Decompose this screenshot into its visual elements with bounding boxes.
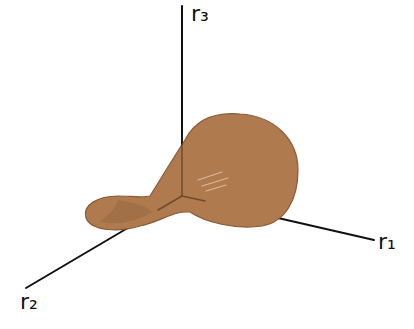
blob-shade	[100, 200, 152, 223]
axis-label: r₂	[20, 290, 38, 314]
blob-highlight	[198, 172, 228, 191]
axis-line	[181, 6, 183, 196]
axis-label: r₃	[191, 2, 209, 26]
axis-inside	[158, 135, 205, 210]
axis-label: r₁	[378, 230, 396, 254]
axes	[26, 6, 374, 288]
blob-shape	[85, 114, 298, 230]
